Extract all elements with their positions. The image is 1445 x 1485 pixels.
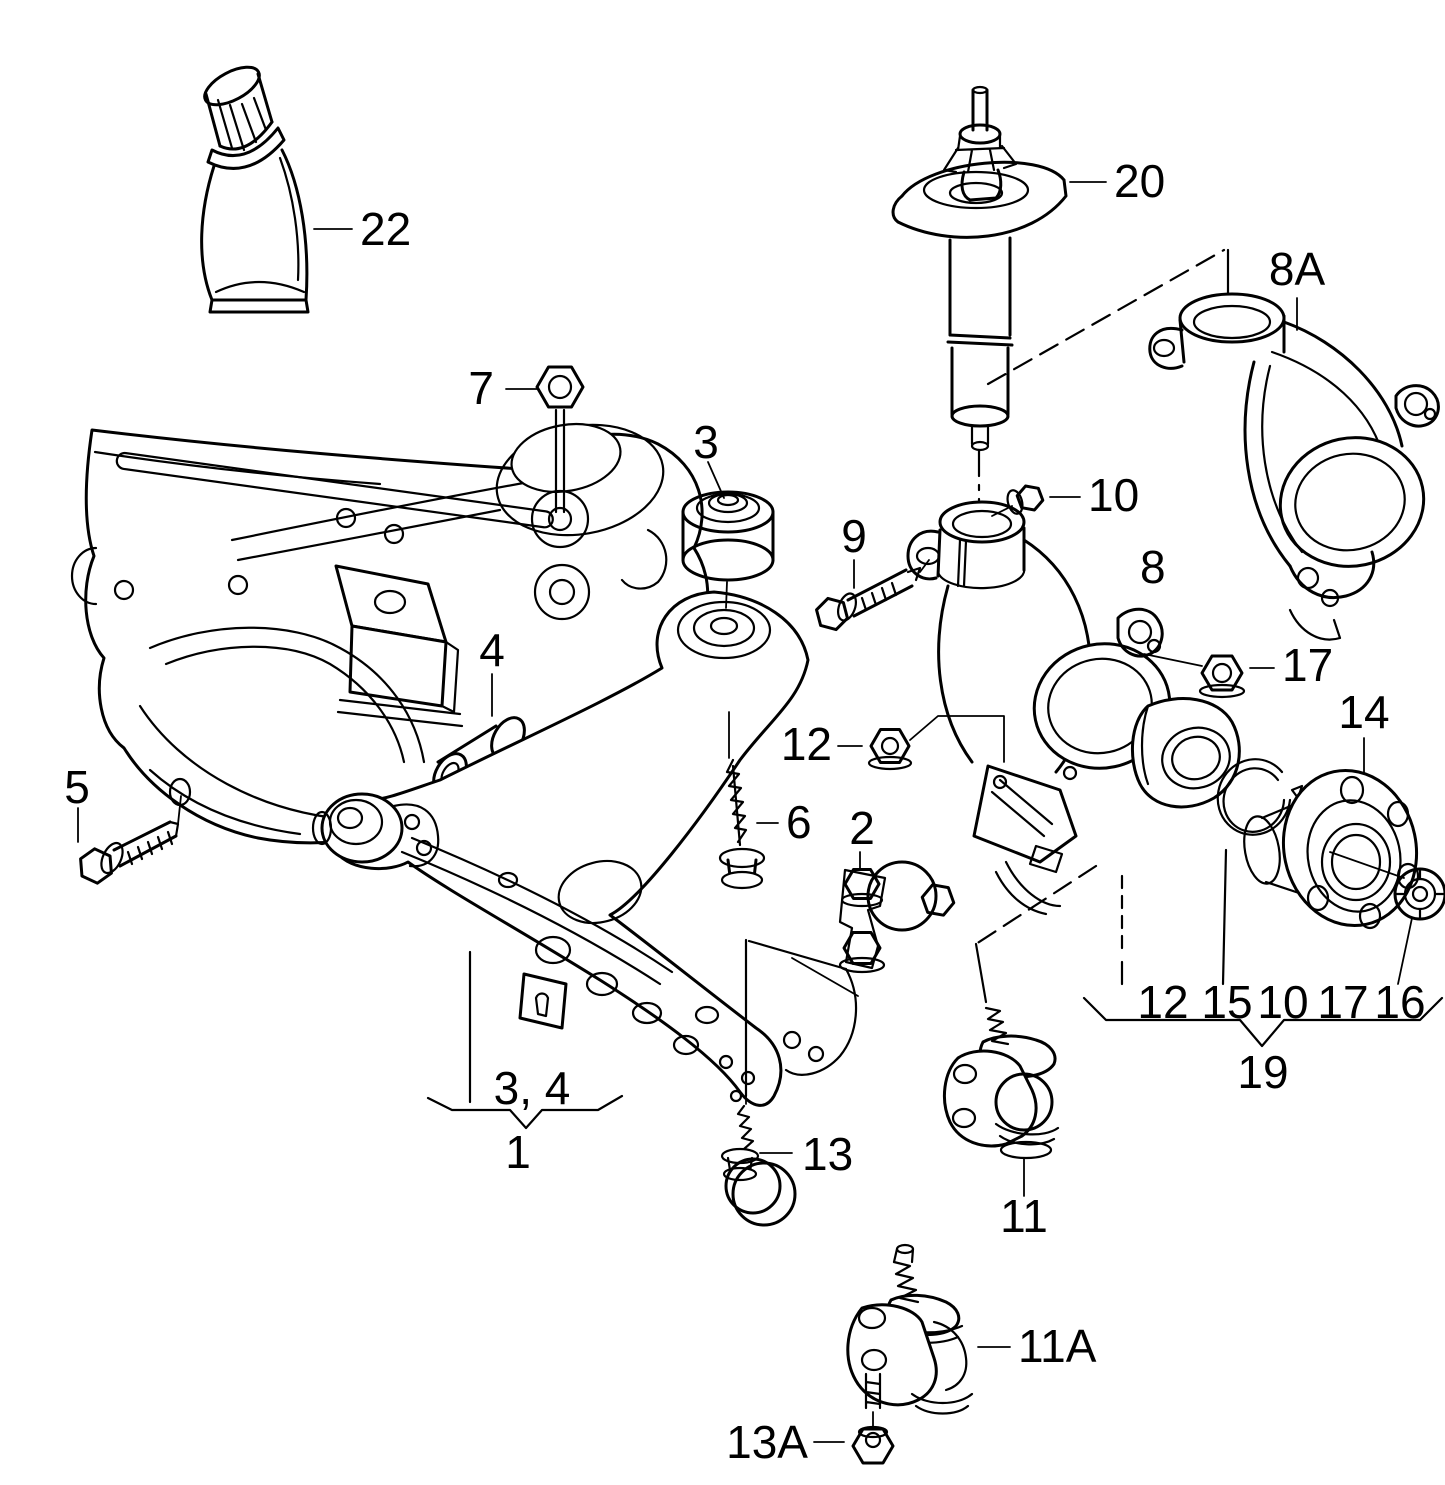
label-row-leaders <box>974 848 1444 1048</box>
label-row-15: 15 <box>1201 976 1252 1028</box>
redaction-dot-11 <box>994 1072 1054 1132</box>
label-19: 19 <box>1237 1046 1288 1098</box>
label-2: 2 <box>849 802 875 854</box>
grease-tube-22 <box>200 65 353 314</box>
label-4: 4 <box>479 624 505 676</box>
bolt-5 <box>77 795 182 885</box>
label-8: 8 <box>1140 541 1166 593</box>
label-20: 20 <box>1114 155 1165 207</box>
bushing-3 <box>681 461 775 609</box>
screw-13 <box>720 1085 797 1227</box>
ball-joint-11a <box>846 1243 1011 1429</box>
nut-10 <box>991 484 1081 517</box>
ball-joint-11 <box>943 1006 1060 1197</box>
label-13a: 13A <box>726 1416 808 1468</box>
label-row-17: 17 <box>1317 976 1368 1028</box>
wheel-bearing-15 <box>1130 697 1241 809</box>
label-14: 14 <box>1338 686 1389 738</box>
nut-17 <box>1143 653 1275 699</box>
label-8a: 8A <box>1269 243 1326 295</box>
nut-13a <box>813 1425 895 1465</box>
redaction-dot-2 <box>866 860 938 932</box>
strut-20 <box>891 85 1230 507</box>
part-labels: 22 7 3 4 5 6 2 12 9 10 8 8A 20 17 14 12 … <box>64 155 1425 1468</box>
bolt-9 <box>815 559 930 632</box>
group-leader-1 <box>426 950 624 1130</box>
label-9: 9 <box>841 510 867 562</box>
nut-7 <box>505 365 585 514</box>
link-2 <box>838 851 956 974</box>
label-row-16: 16 <box>1374 976 1425 1028</box>
nut-12 <box>837 715 1005 771</box>
wheel-hub-14 <box>1243 737 1420 930</box>
label-10: 10 <box>1088 469 1139 521</box>
label-17: 17 <box>1282 639 1333 691</box>
label-12: 12 <box>781 718 832 770</box>
knuckle-8a <box>1148 292 1440 641</box>
label-11: 11 <box>1000 1190 1048 1242</box>
label-3: 3 <box>693 416 719 468</box>
screw-6 <box>718 711 779 890</box>
label-11a: 11A <box>1018 1320 1097 1372</box>
label-1: 1 <box>505 1126 531 1178</box>
control-arm-drawing <box>311 590 859 1107</box>
label-5: 5 <box>64 761 90 813</box>
label-7: 7 <box>468 362 494 414</box>
label-22: 22 <box>360 203 411 255</box>
label-row-12: 12 <box>1137 976 1188 1028</box>
red-marker-13 <box>724 1157 782 1215</box>
redaction-dot-13 <box>731 1161 797 1227</box>
label-row-10: 10 <box>1257 976 1308 1028</box>
label-6: 6 <box>786 796 812 848</box>
label-3-4: 3, 4 <box>494 1062 571 1114</box>
label-13: 13 <box>802 1128 853 1180</box>
spindle-nut-16 <box>1393 867 1445 985</box>
